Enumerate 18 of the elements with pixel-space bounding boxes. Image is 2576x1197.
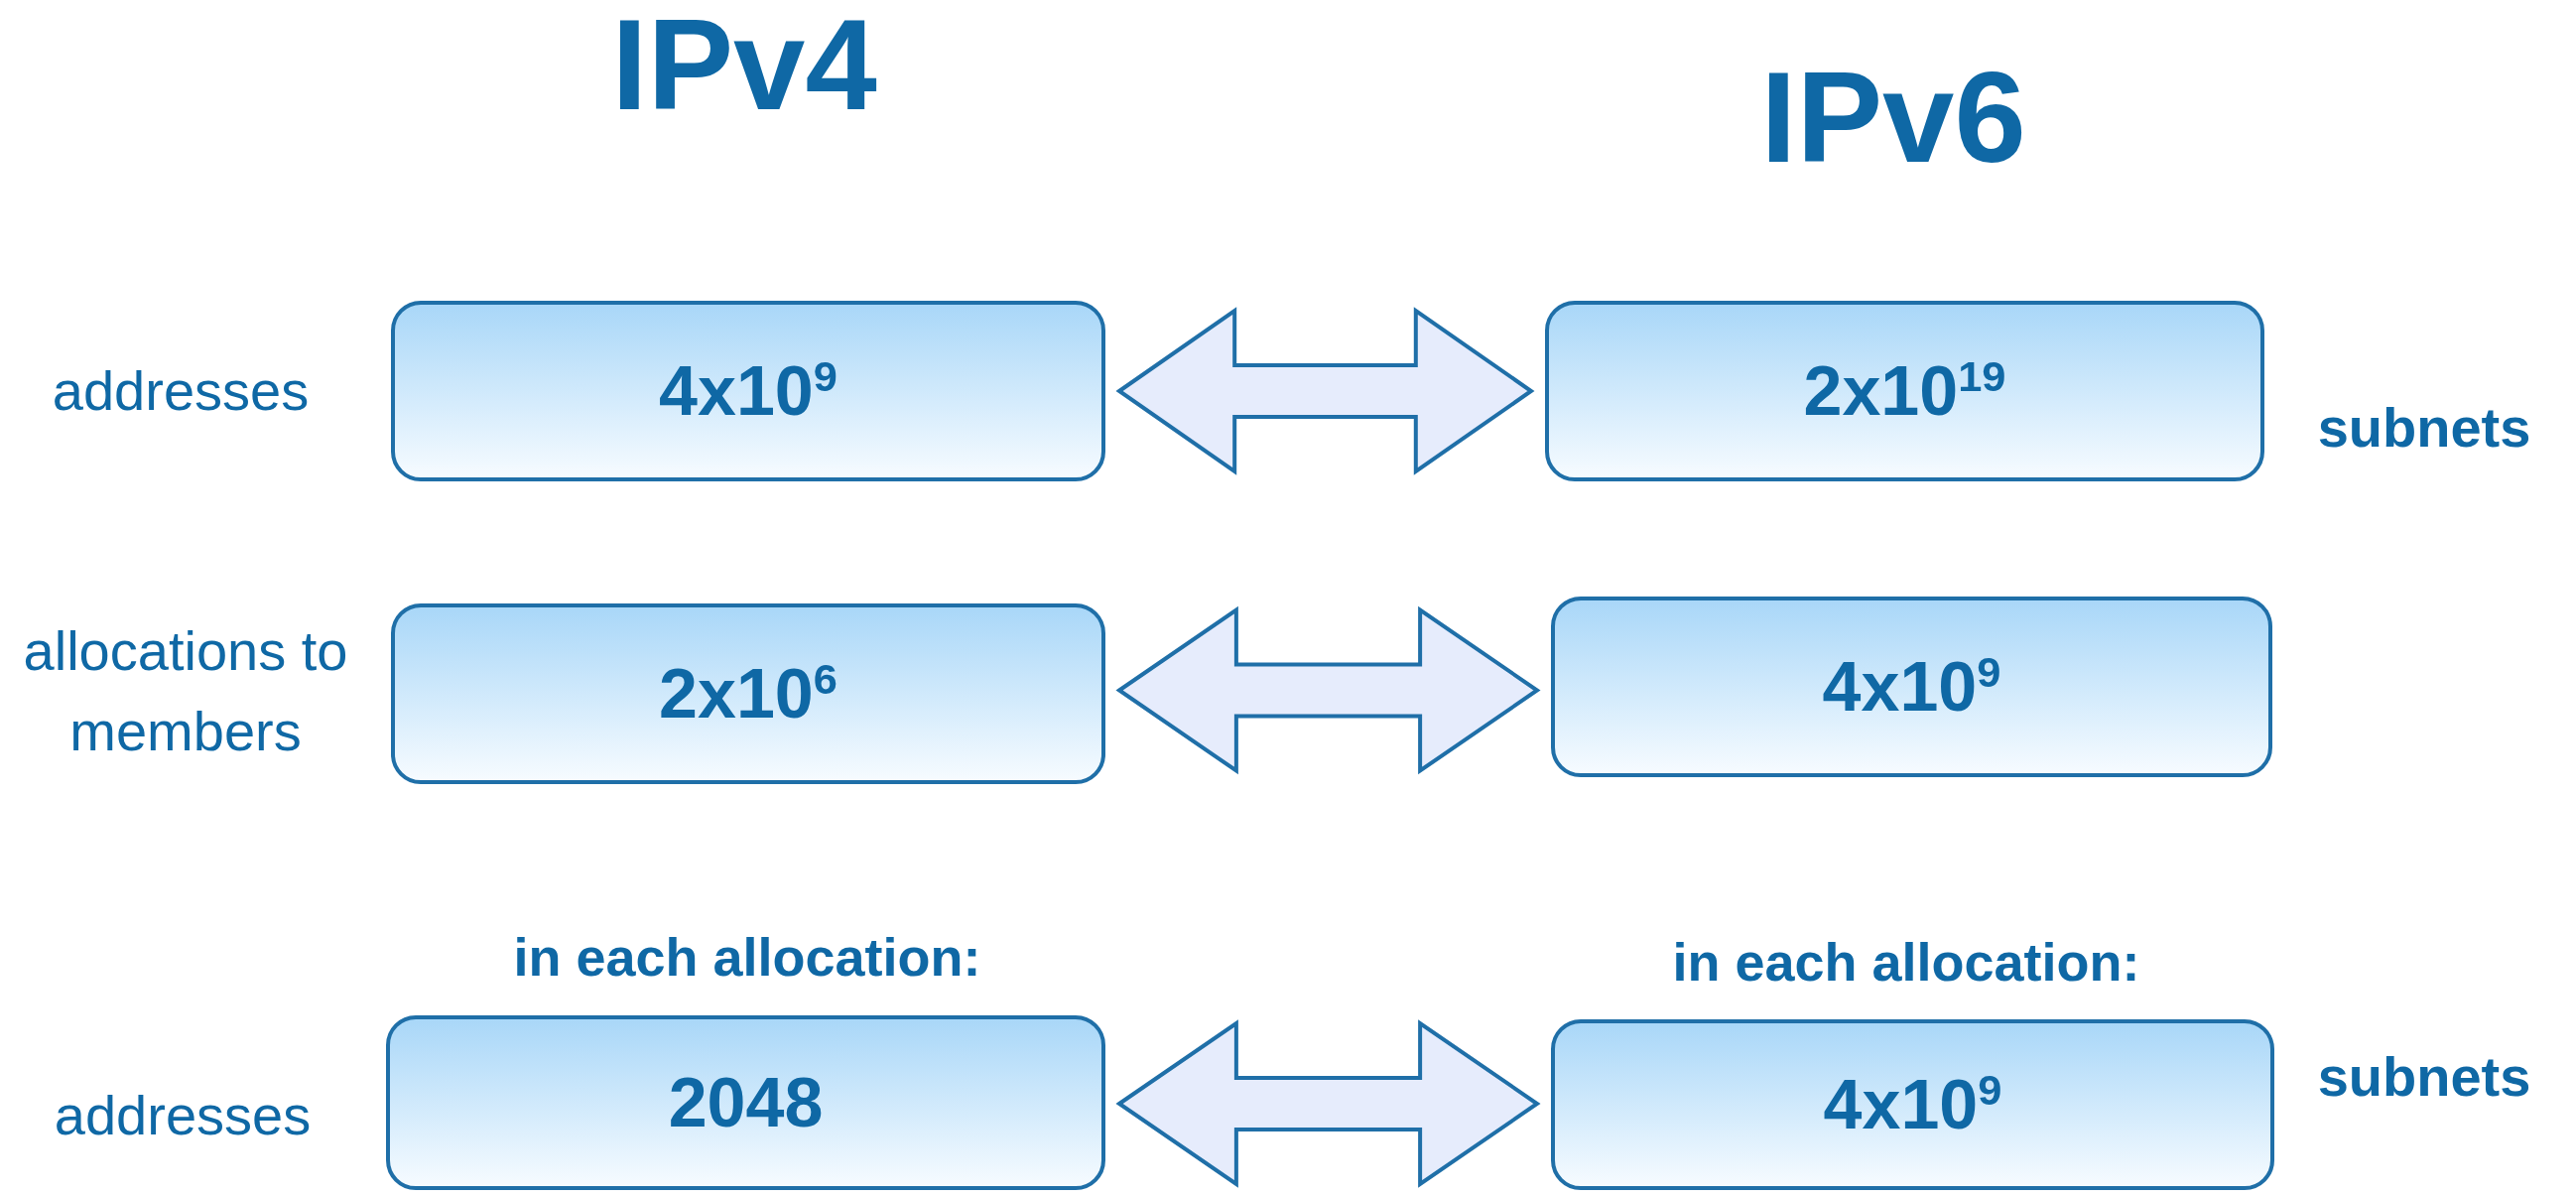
- row-label: subnets: [2317, 1044, 2531, 1111]
- box-heading: in each allocation:: [513, 926, 981, 988]
- row-label: subnets: [2317, 395, 2531, 462]
- value-text: 2x10$^{6}$: [659, 654, 837, 733]
- double-arrow: [1115, 307, 1535, 475]
- value-text: 4x10$^{9}$: [1823, 1065, 2002, 1144]
- column-heading: IPv6: [1760, 44, 2026, 192]
- double-arrow: [1115, 605, 1541, 775]
- double-arrow: [1115, 1019, 1541, 1188]
- column-heading: IPv4: [611, 0, 877, 139]
- row-label: allocations to members: [22, 617, 349, 764]
- box-heading: in each allocation:: [1672, 931, 2140, 993]
- value-text: 4x10$^{9}$: [659, 351, 837, 431]
- value-text: 2x10$^{19}$: [1803, 351, 2006, 431]
- value-text: 4x10$^{9}$: [1822, 647, 2001, 727]
- value-text: 2048: [668, 1063, 824, 1142]
- row-label: addresses: [52, 358, 310, 425]
- row-label: addresses: [54, 1083, 312, 1149]
